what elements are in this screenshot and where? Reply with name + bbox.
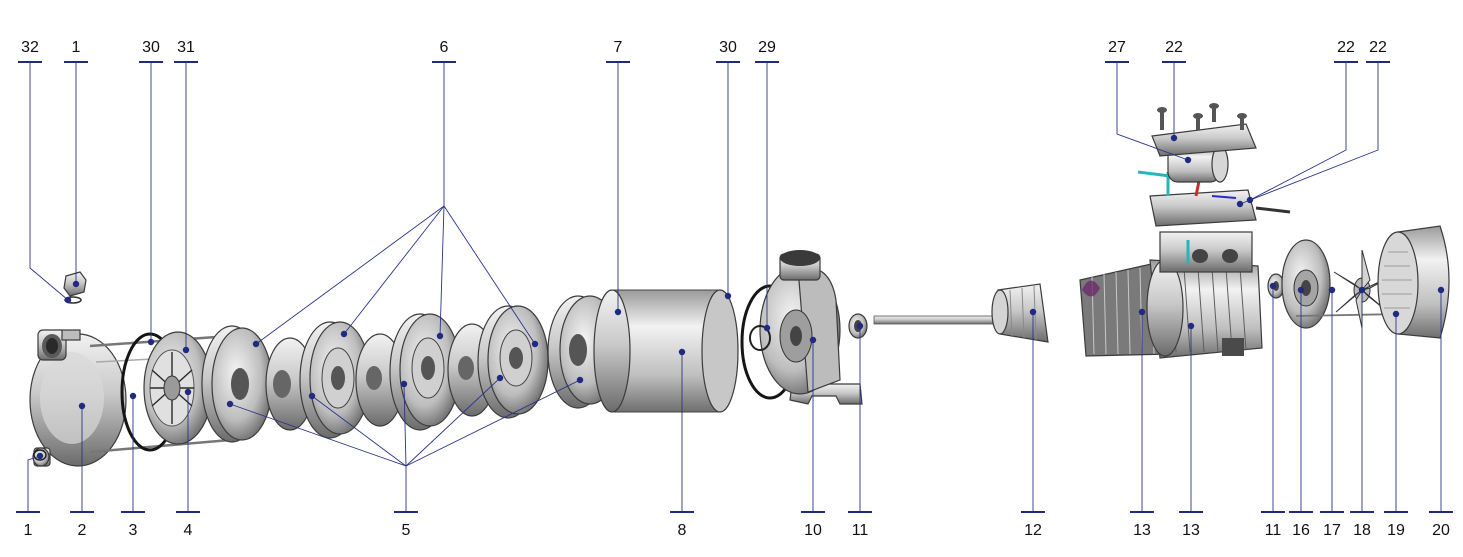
callout-dot	[1328, 286, 1336, 294]
pump-parts	[29, 103, 1450, 467]
callout-number: 6	[440, 39, 449, 56]
callout-number: 22	[1337, 39, 1355, 56]
callout-dot	[1187, 322, 1195, 330]
motor-part	[1079, 231, 1263, 359]
callout-number: 30	[142, 39, 160, 56]
callout-dot	[496, 374, 504, 382]
callout-dot	[1392, 310, 1400, 318]
leader-line	[405, 377, 501, 467]
leader-line	[403, 383, 407, 467]
stage-stack	[201, 295, 621, 443]
leader-line	[439, 205, 445, 337]
callout-dot	[1138, 308, 1146, 316]
callout-dot	[1358, 286, 1366, 294]
callout-number: 30	[719, 39, 737, 56]
callout-dot	[182, 346, 190, 354]
callout-number: 10	[804, 522, 822, 539]
leader-line	[27, 455, 41, 512]
callout-dot	[72, 280, 80, 288]
callout-dot	[436, 332, 444, 340]
callout-number: 2	[78, 522, 87, 539]
callout-dot	[1170, 134, 1178, 142]
callout-dot	[1297, 286, 1305, 294]
callout-dot	[724, 292, 732, 300]
callout-number: 7	[614, 39, 623, 56]
callout-dot	[129, 392, 137, 400]
callout-number: 31	[177, 39, 195, 56]
outer-sleeve-part	[593, 289, 739, 413]
callout-number: 13	[1182, 522, 1200, 539]
leader-line	[29, 62, 69, 301]
casing-part	[29, 329, 127, 467]
callout-dot	[78, 402, 86, 410]
callout-dot	[1029, 308, 1037, 316]
callout-number: 29	[758, 39, 776, 56]
fan-cover-part	[1377, 225, 1450, 339]
leader-line	[311, 395, 407, 467]
callout-number: 4	[184, 522, 193, 539]
callout-number: 13	[1133, 522, 1151, 539]
leader-line	[1239, 62, 1379, 205]
callout-dot	[36, 452, 44, 460]
callout-number: 20	[1432, 522, 1450, 539]
callout-number: 22	[1165, 39, 1183, 56]
callout-number: 8	[678, 522, 687, 539]
callout-number: 22	[1369, 39, 1387, 56]
callout-dot	[1184, 156, 1192, 164]
callout-lines	[16, 61, 1453, 513]
callout-number: 5	[402, 522, 411, 539]
leader-line	[1249, 62, 1347, 201]
callout-dot	[252, 340, 260, 348]
callout-dot	[614, 308, 622, 316]
leader-line	[443, 205, 536, 345]
callout-dot	[400, 380, 408, 388]
callout-dot	[308, 392, 316, 400]
callout-dot	[226, 400, 234, 408]
leader-line	[1116, 62, 1189, 161]
callout-number: 27	[1108, 39, 1126, 56]
callout-dot	[763, 324, 771, 332]
leader-line	[255, 62, 445, 345]
leader-line	[343, 205, 445, 335]
callout-number: 12	[1024, 522, 1042, 539]
callout-dot	[531, 340, 539, 348]
callout-dot	[678, 348, 686, 356]
diffuser-plate-part	[143, 331, 213, 445]
callout-dot	[1269, 282, 1277, 290]
callout-dot	[809, 336, 817, 344]
callout-number: 11	[852, 522, 869, 539]
callout-number: 1	[72, 39, 81, 56]
callout-dot	[576, 376, 584, 384]
callout-dot	[340, 330, 348, 338]
callout-dot	[856, 322, 864, 330]
callout-number: 11	[1265, 522, 1282, 539]
callout-number: 16	[1292, 522, 1310, 539]
terminal-box-part	[1137, 103, 1291, 227]
shaft-part	[873, 283, 1049, 343]
callout-number: 18	[1353, 522, 1371, 539]
leader-line	[405, 379, 581, 467]
callout-number: 1	[24, 522, 33, 539]
callout-dot	[1437, 286, 1445, 294]
callout-dot	[64, 296, 72, 304]
pump-body-part	[749, 250, 863, 405]
callout-number: 19	[1387, 522, 1405, 539]
callout-number: 17	[1323, 522, 1341, 539]
callout-number: 32	[21, 39, 39, 56]
callout-dot	[147, 338, 155, 346]
callout-dot	[1236, 200, 1244, 208]
callout-number: 3	[129, 522, 138, 539]
callout-dot	[184, 388, 192, 396]
